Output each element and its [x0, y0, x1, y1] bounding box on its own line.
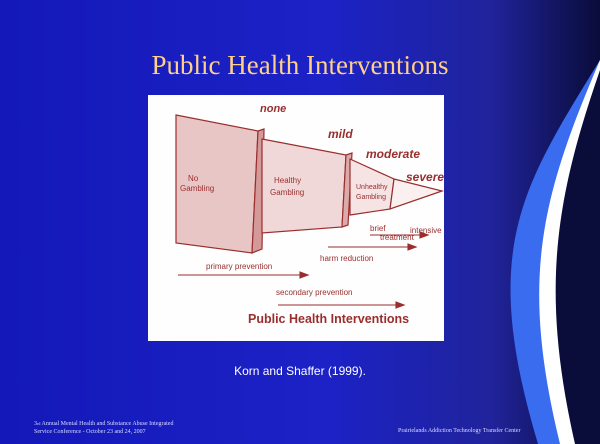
label-secondary-prevention: secondary prevention [276, 288, 353, 297]
label-harm-reduction: harm reduction [320, 254, 373, 263]
label-intensive: intensive [410, 226, 442, 235]
healthy-gambling-box [261, 138, 347, 234]
label-no-gambling-2: Gambling [180, 184, 214, 193]
citation-caption: Korn and Shaffer (1999). [234, 364, 366, 378]
slide-title: Public Health Interventions [151, 50, 449, 80]
label-no-gambling-1: No [188, 174, 199, 183]
label-healthy-2: Gambling [270, 188, 304, 197]
footer-organization: Prairielands Addiction Technology Transf… [398, 428, 521, 434]
footer-conference-ordinal: rd [37, 421, 41, 426]
footer-conference-line1: Annual Mental Health and Substance Abuse… [40, 421, 174, 427]
label-severe: severe [406, 170, 444, 184]
diagram-heading: Public Health Interventions [248, 312, 409, 326]
label-unhealthy-2: Gambling [356, 194, 386, 201]
label-none: none [260, 103, 286, 115]
footer-conference-line2: Service Conference - October 23 and 24, … [34, 429, 146, 435]
label-healthy-1: Healthy [274, 176, 301, 185]
intervention-diagram: none mild moderate severe No Gambling He… [148, 95, 444, 341]
label-primary-prevention: primary prevention [206, 262, 272, 271]
label-moderate: moderate [366, 147, 420, 161]
footer-conference: 3rd Annual Mental Health and Substance A… [34, 420, 173, 436]
label-unhealthy-1: Unhealthy [356, 184, 388, 191]
label-treatment: treatment [380, 233, 415, 242]
footer-conference-number: 3 [34, 421, 37, 427]
label-brief: brief [370, 224, 386, 233]
label-mild: mild [328, 127, 353, 141]
severe-tip [389, 178, 444, 210]
